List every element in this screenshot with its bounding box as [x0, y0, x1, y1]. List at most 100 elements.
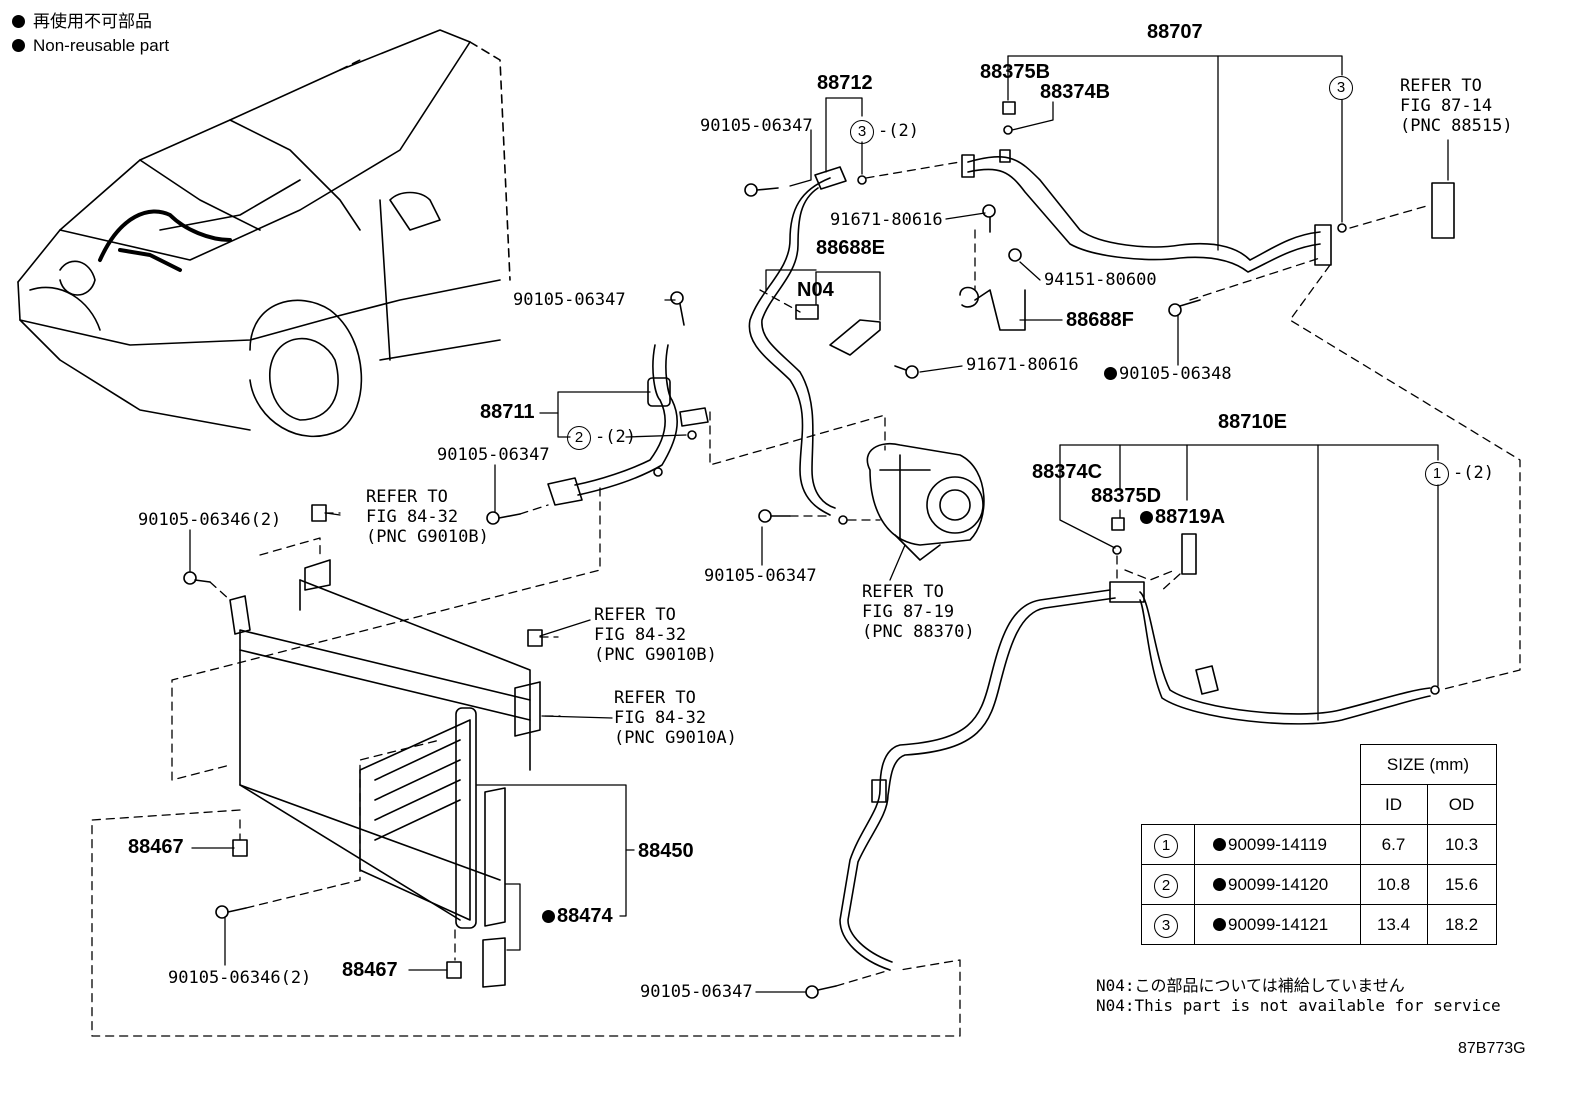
non-reusable-icon	[1140, 511, 1153, 524]
bolt-icon	[805, 985, 819, 999]
hose-88711	[547, 344, 709, 506]
bolt-icon	[1008, 248, 1022, 262]
bolt-icon	[215, 905, 229, 919]
bushing-88467-b	[446, 961, 462, 979]
label-88375D: 88375D	[1091, 485, 1162, 507]
label-bolt-90105-06347-e: 90105-06347	[640, 982, 753, 1002]
part-number: 90105-06348	[1119, 364, 1232, 384]
label-bolt-90105-06347-b: 90105-06347	[513, 290, 626, 310]
part-number: 88719A	[1155, 506, 1226, 528]
o-ring-3	[857, 175, 867, 185]
bolt-icon	[744, 183, 758, 197]
label-88374B: 88374B	[1040, 81, 1111, 103]
label-88711: 88711	[480, 401, 535, 423]
circle-num-cell: 1	[1142, 825, 1195, 864]
label-90105-06348: 90105-06348	[1104, 364, 1232, 384]
label-88712: 88712	[817, 72, 873, 94]
bolt-icon	[670, 291, 684, 305]
od-cell: 10.3	[1426, 824, 1497, 865]
cap-88375B	[1002, 101, 1016, 115]
o-ring	[838, 515, 848, 525]
vehicle-dashed-outline	[339, 41, 511, 281]
part-number: 90099-14120	[1228, 875, 1329, 894]
label-94151-80600: 94151-80600	[1044, 270, 1157, 290]
core-88374B	[1003, 125, 1013, 135]
label-88688E: 88688E	[816, 237, 885, 259]
part-cell: 3 90099-14121	[1141, 904, 1361, 945]
non-reusable-icon	[542, 910, 555, 923]
refer-label: REFER TO	[594, 605, 676, 625]
label-bolt-90105-06347-d: 90105-06347	[704, 566, 817, 586]
refer-fig: FIG 84-32	[594, 625, 687, 645]
bolt-icon	[905, 365, 919, 379]
oring-qty: -(2)	[595, 427, 636, 447]
non-reusable-bullet-icon	[12, 15, 25, 28]
connection-lines	[91, 161, 1521, 1037]
part-number-cell: 90099-14120	[1195, 875, 1328, 894]
col-id-header: ID	[1359, 784, 1428, 825]
id-cell: 6.7	[1359, 824, 1428, 865]
label-91671-80616-a: 91671-80616	[830, 210, 943, 230]
discharge-hose-88712	[748, 166, 847, 516]
oring-callout-1: 1-(2)	[1425, 462, 1494, 486]
bracket-88688E	[829, 319, 881, 356]
circle-3-icon: 3	[1154, 914, 1178, 938]
circle-1-icon: 1	[1154, 834, 1178, 858]
refer-label: REFER TO	[366, 487, 448, 507]
label-88719A: 88719A	[1140, 507, 1225, 527]
part-number-cell: 90099-14121	[1195, 915, 1328, 934]
fitting-g9010b-mid	[527, 629, 543, 647]
refer-pnc: (PNC G9010A)	[614, 728, 737, 748]
n04-part	[795, 304, 819, 320]
o-ring-2	[687, 430, 697, 440]
bolt-icon	[1168, 303, 1182, 317]
note-ja: N04:この部品については補給していません	[1096, 976, 1405, 995]
part-number: 90099-14119	[1228, 835, 1327, 854]
receiver-cap	[482, 937, 506, 988]
oring-callout-3b: 3	[1329, 76, 1357, 100]
refer-fig: FIG 84-32	[614, 708, 707, 728]
part-number: 88474	[557, 905, 613, 927]
od-cell: 15.6	[1426, 864, 1497, 905]
label-bolt-90105-06347-c: 90105-06347	[437, 445, 550, 465]
oring-qty: -(2)	[878, 121, 919, 141]
label-88474: 88474	[542, 906, 613, 926]
table-row: 1 90099-14119 6.7 10.3	[1141, 824, 1497, 865]
label-N04: N04	[797, 279, 834, 301]
circle-2-icon: 2	[567, 426, 591, 450]
label-88375B: 88375B	[980, 61, 1051, 83]
col-od-header: OD	[1426, 784, 1497, 825]
label-90105-06346-a: 90105-06346(2)	[138, 510, 282, 530]
legend-ja: 再使用不可部品	[33, 12, 152, 31]
o-ring-3	[1337, 223, 1347, 233]
oring-callout-3: 3-(2)	[850, 120, 919, 144]
core-88374C	[1112, 545, 1122, 555]
blank-cell	[1142, 745, 1361, 785]
od-cell: 18.2	[1426, 904, 1497, 945]
circle-2-icon: 2	[1154, 874, 1178, 898]
legend-en: Non-reusable part	[33, 36, 170, 55]
label-88450: 88450	[638, 840, 694, 862]
oring-callout-2: 2-(2)	[567, 426, 636, 450]
id-cell: 13.4	[1359, 904, 1428, 945]
refer-fig: FIG 87-14	[1400, 96, 1493, 116]
hose-clamp	[959, 286, 979, 308]
figure-code: 87B773G	[1458, 1040, 1526, 1057]
o-ring-1	[1430, 685, 1440, 695]
non-reusable-icon	[1104, 367, 1117, 380]
part-cell: 1 90099-14119	[1141, 824, 1361, 865]
legend: 再使用不可部品 Non-reusable part	[12, 10, 169, 58]
circle-3-icon: 3	[850, 120, 874, 144]
table-row: 3 90099-14121 13.4 18.2	[1141, 904, 1497, 945]
leader-lines	[189, 55, 1449, 993]
refer-pnc: (PNC G9010B)	[594, 645, 717, 665]
compressor	[866, 443, 985, 561]
liquid-tube-88710E	[839, 581, 1431, 971]
circle-num-cell: 2	[1142, 865, 1195, 904]
desiccant-88474	[484, 787, 506, 927]
